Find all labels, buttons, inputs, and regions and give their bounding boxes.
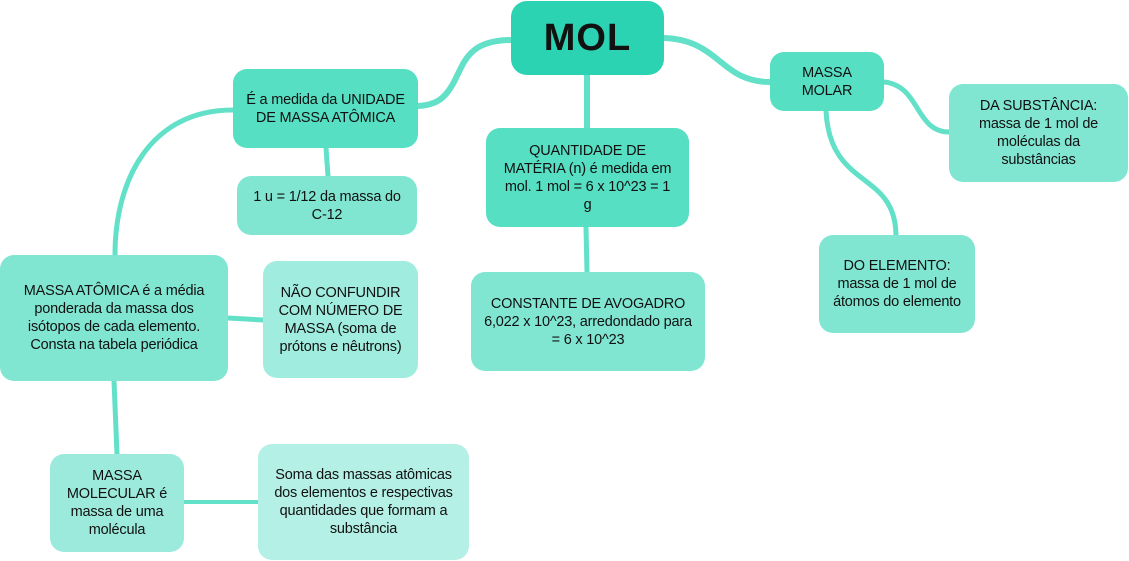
node-soma-massas[interactable]: Soma das massas atômicas dos elementos e… — [258, 444, 469, 560]
node-da-substancia[interactable]: DA SUBSTÂNCIA: massa de 1 mol de molécul… — [949, 84, 1128, 182]
node-do-elemento[interactable]: DO ELEMENTO: massa de 1 mol de átomos do… — [819, 235, 975, 333]
link-root-massamolar — [661, 35, 773, 85]
node-massa-atomica[interactable]: MASSA ATÔMICA é a média ponderada da mas… — [0, 255, 228, 381]
node-constante-avogadro[interactable]: CONSTANTE DE AVOGADRO 6,022 x 10^23, arr… — [471, 272, 705, 371]
link-atomica-molecular — [111, 378, 120, 457]
link-atomica-naoconfundir — [225, 315, 266, 323]
node-massa-molar[interactable]: MASSA MOLAR — [770, 52, 884, 111]
link-molar-elemento — [823, 108, 899, 238]
node-u-definition[interactable]: 1 u = 1/12 da massa do C-12 — [237, 176, 417, 235]
link-molar-substancia — [881, 79, 952, 135]
node-quantidade-materia[interactable]: QUANTIDADE DE MATÉRIA (n) é medida em mo… — [486, 128, 689, 227]
link-root-unidade — [415, 37, 515, 109]
node-nao-confundir[interactable]: NÃO CONFUNDIR COM NÚMERO DE MASSA (soma … — [263, 261, 418, 378]
link-unidade-u — [323, 145, 331, 179]
link-unidade-massaatomica — [112, 107, 236, 258]
node-root[interactable]: MOL — [511, 1, 664, 75]
node-massa-molecular[interactable]: MASSA MOLECULAR é massa de uma molécula — [50, 454, 184, 552]
node-unidade-massa-atomica[interactable]: É a medida da UNIDADE DE MASSA ATÔMICA — [233, 69, 418, 148]
link-quantidade-avogadro — [583, 224, 590, 275]
